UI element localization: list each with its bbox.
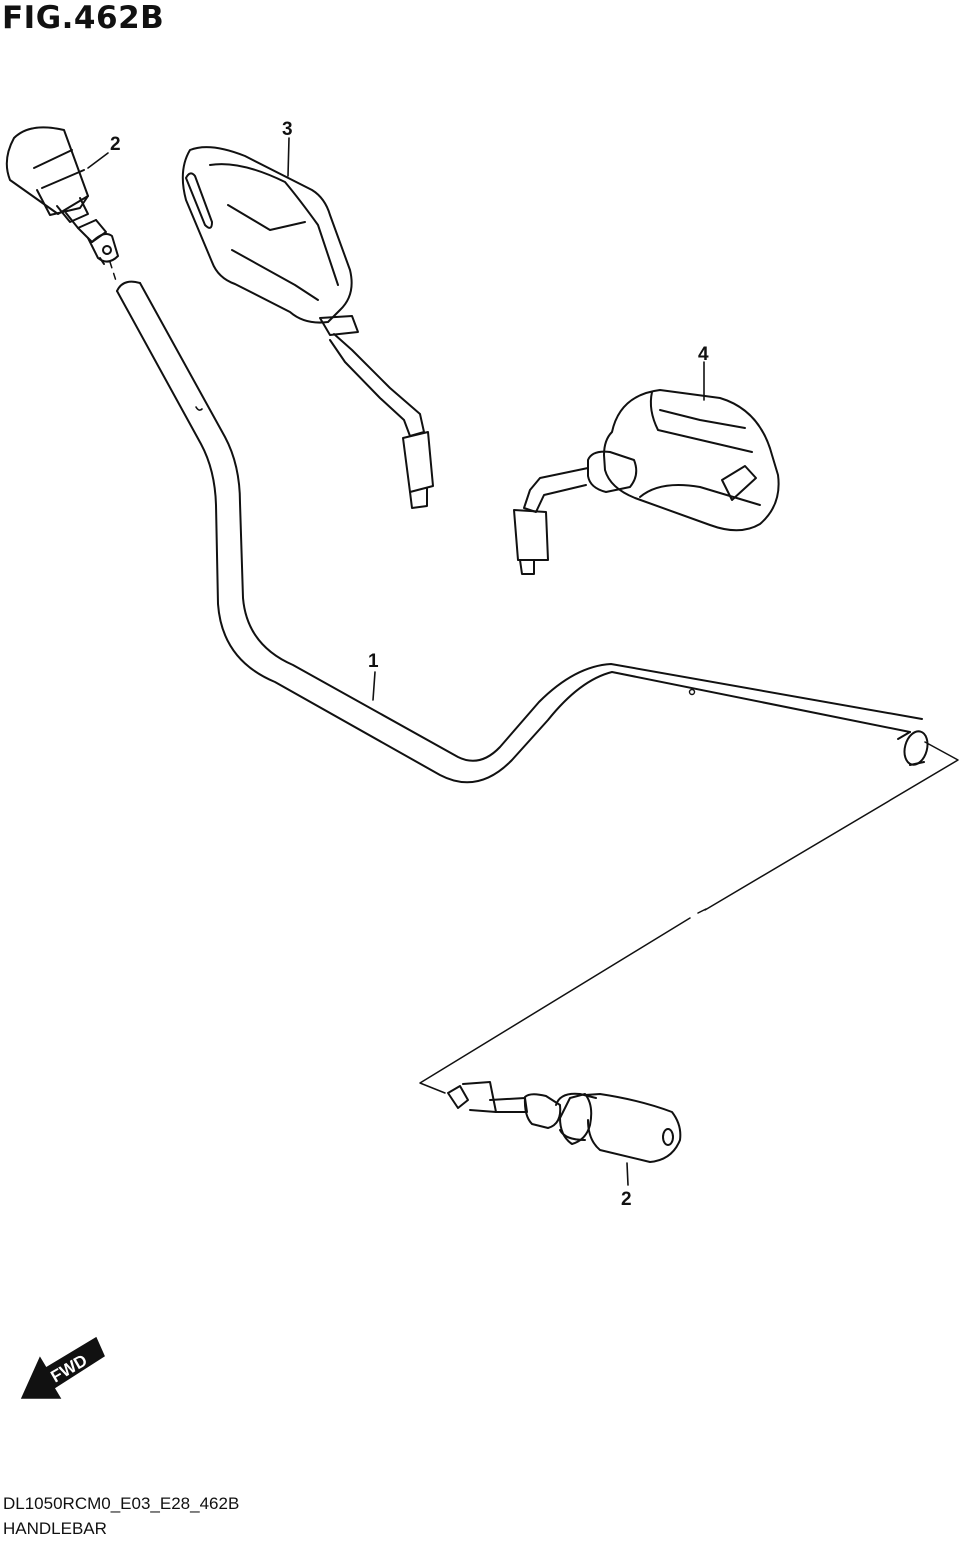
figure-code: DL1050RCM0_E03_E28_462B (3, 1494, 240, 1513)
mirror-right-part (181, 146, 434, 509)
parts-diagram: 1 2 3 4 2 FWD (5, 119, 959, 1399)
assembly-guide-lines (109, 261, 959, 1094)
fwd-arrow-icon: FWD (20, 1336, 105, 1399)
callout-bar-end-weight-lower: 2 (621, 1189, 632, 1210)
handlebar-part (116, 280, 929, 784)
callout-mirror-right: 3 (282, 119, 293, 140)
callout-handlebar: 1 (368, 651, 379, 672)
callout-bar-end-weight-upper: 2 (110, 134, 121, 155)
figure-name: HANDLEBAR (3, 1519, 107, 1538)
bar-end-weight-lower-part (447, 1081, 682, 1163)
callout-mirror-left: 4 (698, 344, 709, 365)
mirror-left-part (513, 389, 780, 575)
leader-lines (87, 137, 705, 1186)
bar-end-weight-upper-part (5, 126, 119, 265)
figure-title: FIG.462B (2, 0, 165, 36)
